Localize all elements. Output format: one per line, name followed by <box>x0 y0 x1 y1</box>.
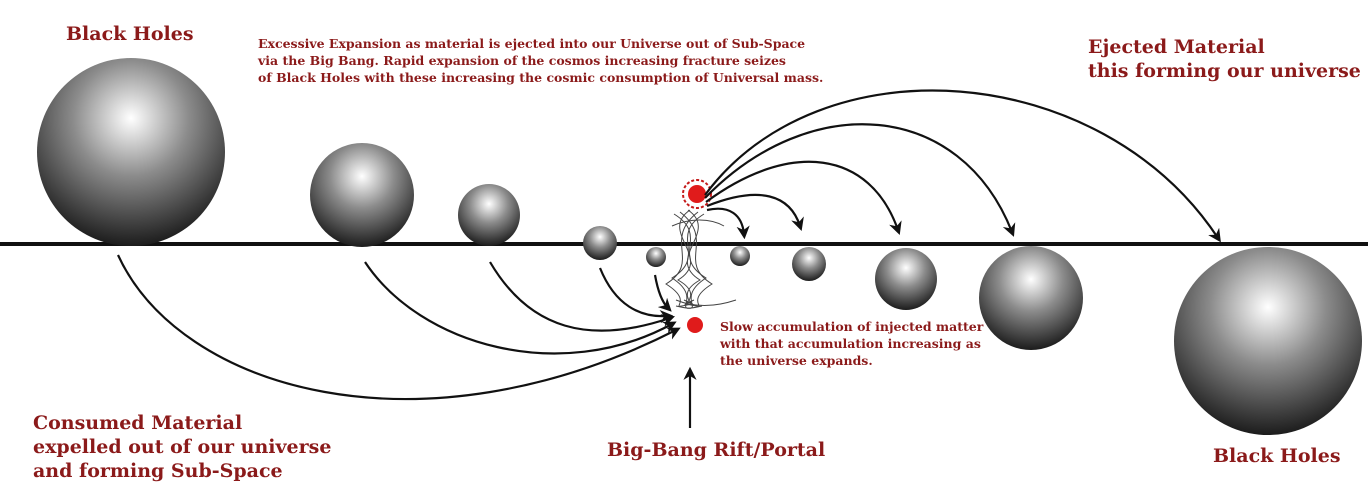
consumed-material-arrows <box>117 254 681 401</box>
ejected-material-label: Ejected Material this forming our univer… <box>1088 36 1361 82</box>
black-holes-right-label: Black Holes <box>1213 445 1341 467</box>
black-hole-sphere-icon <box>583 226 617 260</box>
big-bang-rift-label: Big-Bang Rift/Portal <box>607 439 826 461</box>
matter-dot-ring-icon <box>682 179 712 209</box>
matter-dot-icon <box>687 317 703 333</box>
black-hole-sphere-icon <box>792 247 826 281</box>
black-hole-sphere-icon <box>979 246 1083 350</box>
black-hole-sphere-icon <box>458 184 520 246</box>
rift-vortex-icon <box>665 209 737 309</box>
black-holes-left-label: Black Holes <box>66 23 194 45</box>
consumed-material-label: Consumed Material expelled out of our un… <box>33 412 332 482</box>
black-hole-sphere-icon <box>310 143 414 247</box>
black-hole-sphere-icon <box>875 248 937 310</box>
slow-accumulation-text: Slow accumulation of injected matter wit… <box>720 319 984 368</box>
matter-dots <box>682 179 712 333</box>
black-hole-sphere-icon <box>646 247 666 267</box>
ejected-material-arrows <box>704 89 1221 243</box>
black-hole-sphere-icon <box>730 246 750 266</box>
black-hole-sphere-icon <box>1174 247 1362 435</box>
black-hole-spheres <box>37 58 1362 435</box>
excessive-expansion-text: Excessive Expansion as material is eject… <box>258 36 824 85</box>
matter-dot-icon <box>688 185 706 203</box>
black-hole-sphere-icon <box>37 58 225 246</box>
